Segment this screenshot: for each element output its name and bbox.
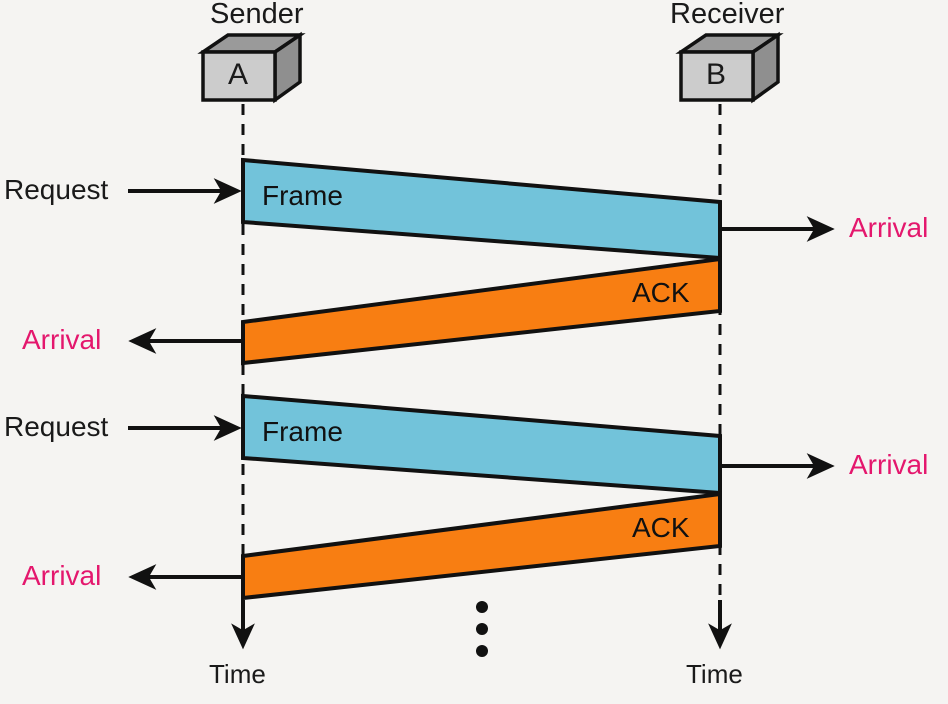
receiver-title: Receiver [670,0,785,30]
receiver-box-letter: B [706,58,727,91]
frame-label-1: Frame [262,180,343,211]
receiver-time-label: Time [686,659,743,689]
request-label-1: Request [4,174,109,205]
sender-title: Sender [210,0,304,30]
ack-band-2 [241,491,722,601]
receiver-node-box [675,31,784,104]
arrival-label-left-1: Arrival [22,324,102,355]
ack-label-1: ACK [632,277,690,308]
sender-node-box [197,31,306,104]
ack-label-2: ACK [632,512,690,543]
arrival-label-right-1: Arrival [849,212,929,243]
vertical-ellipsis-icon [476,601,488,657]
request-label-2: Request [4,411,109,442]
ack-band-1 [241,256,722,366]
sender-box-letter: A [228,58,249,91]
frame-label-2: Frame [262,416,343,447]
arrival-label-right-2: Arrival [849,449,929,480]
arrival-label-left-2: Arrival [22,560,102,591]
sender-time-label: Time [209,659,266,689]
